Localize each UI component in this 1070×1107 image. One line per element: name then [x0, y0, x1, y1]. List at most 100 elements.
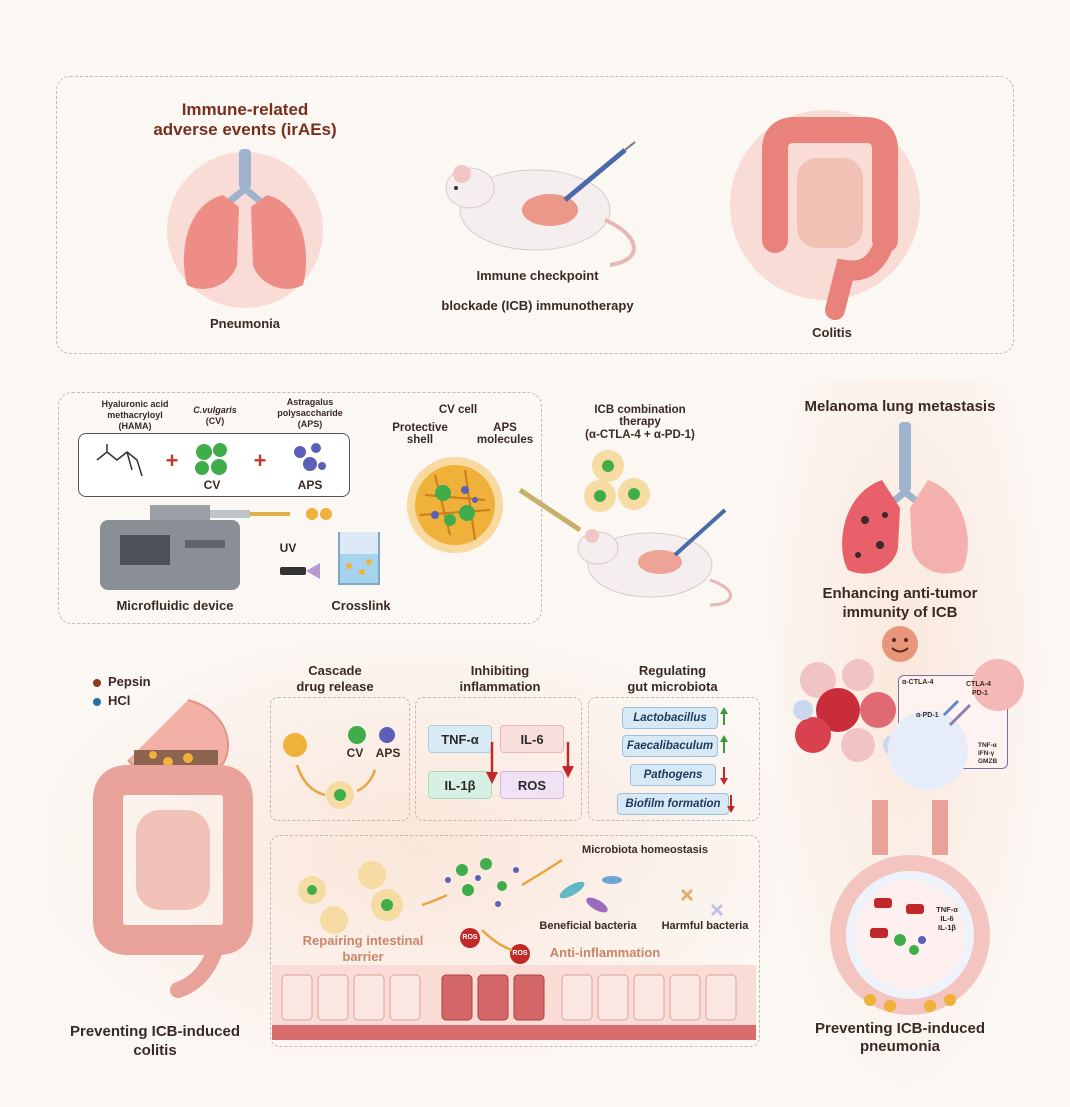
homeostasis-label: Microbiota homeostasis — [582, 844, 708, 856]
ros-pill: ROS — [500, 771, 564, 799]
apd1-label: α-PD-1 — [916, 712, 939, 719]
repair-line2: barrier — [342, 949, 384, 964]
inflammation-down-arrows — [486, 742, 574, 784]
beneficial-label: Beneficial bacteria — [539, 920, 637, 932]
protective-shell-line1: Protective — [392, 422, 448, 434]
irae-title-line2: adverse events (irAEs) — [153, 120, 337, 139]
aps-molecules-line1: APS — [493, 422, 517, 434]
preparation-panel — [58, 392, 542, 624]
cv-microsphere-illustration — [407, 457, 503, 553]
enhance-line2: immunity of ICB — [842, 604, 958, 621]
smiley-face-icon — [882, 626, 918, 662]
hcl-label: HCl — [108, 693, 131, 708]
melanoma-lungs-illustration — [842, 422, 968, 574]
stomach-intestine-illustration — [93, 699, 253, 998]
regulate-title-line1: Regulating — [638, 663, 707, 678]
il6-pill: IL-6 — [500, 725, 564, 753]
irae-title-line1: Immune-related — [181, 100, 309, 119]
colitis-outcome-line2: colitis — [133, 1042, 177, 1059]
ctla4-label: CTLA-4 — [966, 681, 991, 688]
uv-lamp-illustration — [280, 563, 320, 579]
protective-shell-line2: shell — [406, 434, 434, 446]
pd1-label: PD-1 — [972, 690, 988, 697]
crosslink-label: Crosslink — [331, 598, 391, 613]
ros-tag-1: ROS — [462, 934, 478, 941]
pneumonia-label: Pneumonia — [209, 316, 281, 331]
combo-line2: therapy — [619, 416, 661, 428]
mouse-combination-therapy-illustration — [518, 487, 733, 607]
cascade-title-line1: Cascade — [308, 663, 362, 678]
hama-label-line2: methacryloyl — [107, 410, 163, 420]
colitis-colon-illustration — [730, 110, 920, 320]
pepsin-label: Pepsin — [108, 674, 151, 689]
repair-line1: Repairing intestinal — [302, 933, 424, 948]
tnf-alpha-pill: TNF-α — [428, 725, 492, 753]
aps-source-line2: polysaccharide — [277, 408, 343, 418]
cascade-aps-label: APS — [375, 746, 401, 760]
colitis-label: Colitis — [812, 325, 852, 340]
faecalibaculum-bar: Faecalibaculum — [622, 735, 718, 757]
aps-source-line3: (APS) — [297, 419, 323, 429]
combo-line3: (α-CTLA-4 + α-PD-1) — [585, 429, 695, 441]
cv-ingredient-label: CV — [203, 478, 221, 492]
inflammation-box — [415, 697, 582, 821]
hcl-dot-icon — [93, 698, 101, 706]
microbiota-box — [588, 697, 760, 821]
icb-label-line1: Immune checkpoint — [476, 268, 599, 283]
microfluidic-device-illustration — [100, 505, 332, 590]
cascade-title-line2: drug release — [296, 679, 374, 694]
microfluidic-label: Microfluidic device — [116, 598, 234, 613]
icb-label-line2: blockade (ICB) immunotherapy — [441, 298, 634, 313]
pneumonia-outcome-line1: Preventing ICB-induced — [814, 1020, 986, 1037]
cv-cells-icon — [195, 443, 227, 475]
cv-source-line1: C.vulgaris — [193, 405, 237, 415]
hama-label-line3: (HAMA) — [118, 421, 152, 431]
microsphere-cluster-illustration — [584, 450, 650, 512]
enhance-line1: Enhancing anti-tumor — [822, 585, 978, 602]
mouse-icb-injection-illustration — [445, 141, 636, 267]
aps-ingredient-label: APS — [297, 478, 323, 492]
inhibit-title-line1: Inhibiting — [470, 663, 530, 678]
tnf-cytokine-label: TNF-α — [978, 742, 997, 749]
plus-sign-1: + — [165, 448, 179, 473]
microbiota-trend-arrows — [720, 707, 735, 813]
alveolus-il6-label: IL-6 — [940, 914, 954, 923]
inhibit-title-line2: inflammation — [459, 679, 541, 694]
aps-molecules-icon — [294, 443, 326, 471]
hama-label-line1: Hyaluronic acid — [101, 399, 169, 409]
irae-panel — [56, 76, 1014, 354]
hama-structure-icon — [96, 444, 143, 477]
ifn-cytokine-label: IFN-γ — [978, 750, 995, 757]
ros-tag-2: ROS — [512, 950, 528, 957]
melanoma-title: Melanoma lung metastasis — [804, 398, 996, 415]
cascade-box — [270, 697, 410, 821]
colitis-outcome-line1: Preventing ICB-induced — [69, 1023, 241, 1040]
plus-sign-2: + — [253, 448, 267, 473]
alveolus-tnf-label: TNF-α — [936, 905, 958, 914]
mechanism-box — [270, 835, 760, 1047]
actla4-label: α-CTLA-4 — [902, 679, 934, 686]
cv-source-line2: (CV) — [205, 416, 225, 426]
cascade-cv-label: CV — [346, 746, 364, 760]
il1b-pill: IL-1β — [428, 771, 492, 799]
lactobacillus-bar: Lactobacillus — [622, 707, 718, 729]
gzmb-cytokine-label: GMZB — [978, 758, 998, 765]
pathogens-bar: Pathogens — [630, 764, 716, 786]
regulate-title-line2: gut microbiota — [627, 679, 718, 694]
combo-line1: ICB combination — [594, 404, 686, 416]
tumor-cells-illustration — [793, 659, 903, 762]
pneumonia-lungs-illustration — [167, 149, 323, 308]
alveolus-illustration — [830, 800, 990, 1015]
pepsin-dot-icon — [93, 679, 101, 687]
pneumonia-outcome-line2: pneumonia — [859, 1038, 940, 1055]
immune-synapse-illustration — [888, 659, 1024, 790]
aps-source-line1: Astragalus — [286, 397, 334, 407]
cascade-release-illustration — [283, 726, 395, 809]
crosslink-beaker-illustration — [338, 532, 380, 585]
aps-molecules-line2: molecules — [476, 434, 534, 446]
alveolus-il1b-label: IL-1β — [938, 923, 956, 932]
mechanism-illustration — [272, 858, 756, 1040]
uv-label: UV — [279, 541, 297, 555]
biofilm-bar: Biofilm formation — [617, 793, 729, 815]
harmful-label: Harmful bacteria — [661, 920, 749, 932]
